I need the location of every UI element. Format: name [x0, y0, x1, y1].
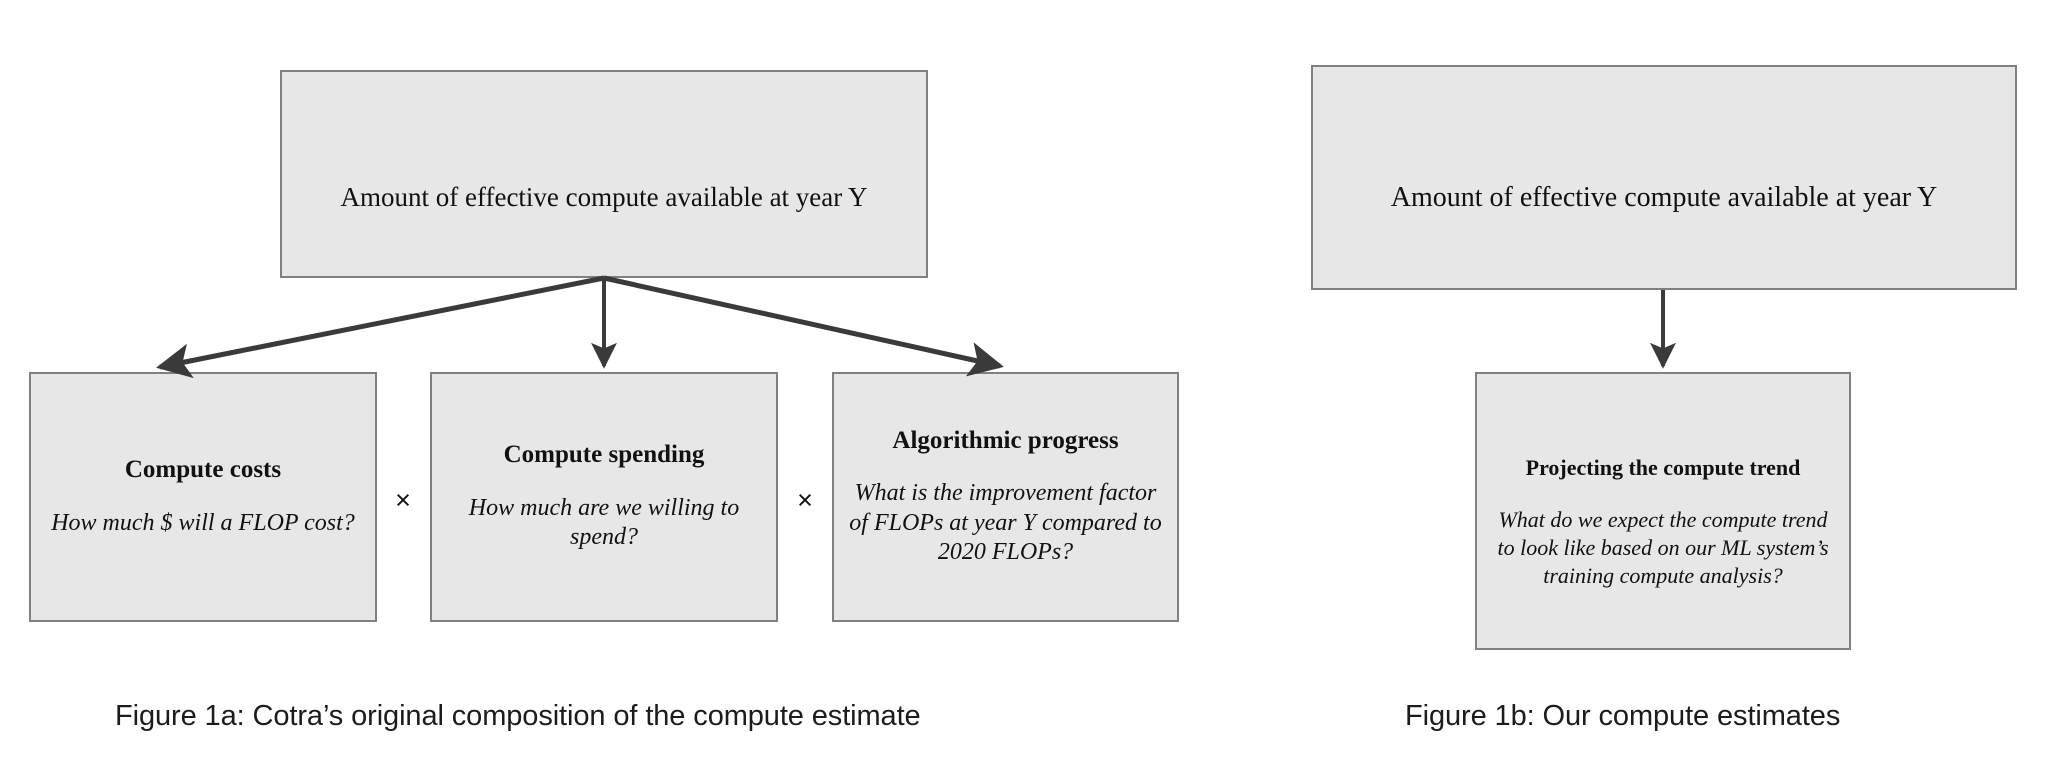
figure-1a-root-box: Amount of effective compute available at… [280, 70, 928, 278]
figure-1a-box-algorithmic-progress: Algorithmic progress What is the improve… [832, 372, 1179, 622]
figure-1b-box-projecting-compute-trend: Projecting the compute trend What do we … [1475, 372, 1851, 650]
figure-1a-box-algorithmic-progress-body: What is the improvement factor of FLOPs … [849, 480, 1162, 565]
figure-1a-caption: Figure 1a: Cotra’s original composition … [115, 700, 921, 732]
figure-1a-box-compute-costs-heading: Compute costs [124, 455, 282, 483]
multiply-operator-1: × [395, 485, 411, 515]
figure-1b-box-projecting-compute-trend-heading: Projecting the compute trend [1525, 454, 1801, 480]
figure-1a-box-compute-spending-body: How much are we willing to spend? [468, 495, 740, 551]
arrow-a-root-to-compute-costs [156, 275, 605, 379]
figure-1a-box-compute-costs: Compute costs How much $ will a FLOP cos… [29, 372, 377, 622]
figure-1b-root-title: Amount of effective compute available at… [1390, 181, 1938, 213]
arrow-a-root-to-algorithmic-progress [603, 275, 1004, 377]
figure-1b-box-projecting-compute-trend-body: What do we expect the compute trend to l… [1497, 507, 1829, 588]
figure-1a-root-title: Amount of effective compute available at… [340, 181, 868, 212]
figure-1b-root-box: Amount of effective compute available at… [1311, 65, 2017, 290]
figure-1a-box-compute-spending-heading: Compute spending [503, 441, 705, 469]
figure-1a-box-compute-spending: Compute spending How much are we willing… [430, 372, 778, 622]
figure-1b-caption: Figure 1b: Our compute estimates [1405, 700, 1841, 732]
figure-1a-box-compute-costs-body: How much $ will a FLOP cost? [51, 509, 355, 536]
figure-1a-box-algorithmic-progress-heading: Algorithmic progress [892, 426, 1119, 454]
multiply-operator-2: × [797, 485, 813, 515]
